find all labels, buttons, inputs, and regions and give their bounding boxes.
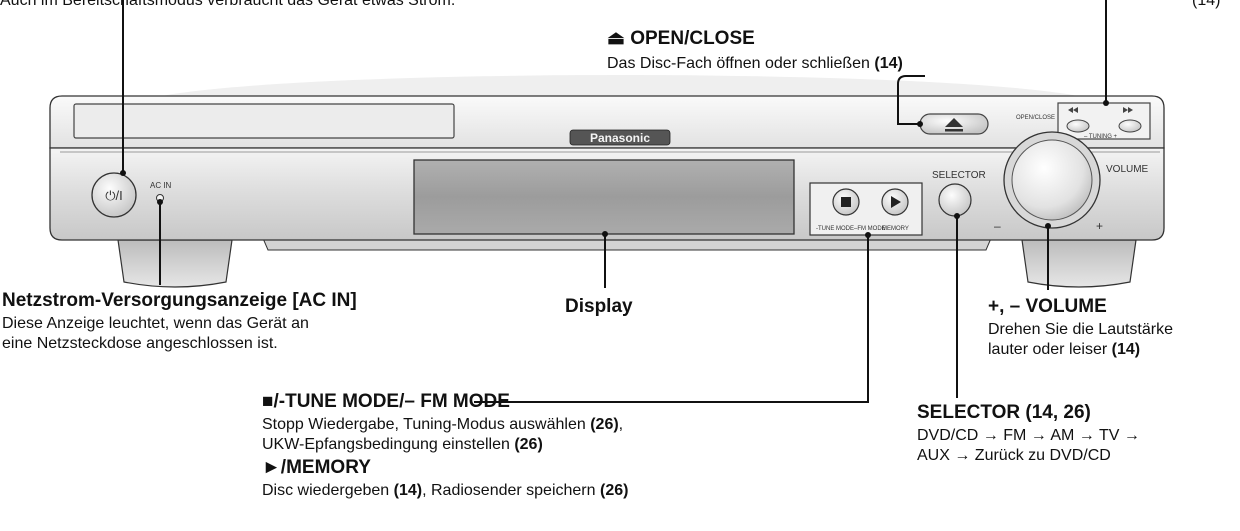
volume-desc-line2: lauter oder leiser (14)	[988, 340, 1140, 360]
open-close-desc-text: Das Disc-Fach öffnen oder schließen	[607, 55, 870, 72]
open-close-small-label: OPEN/CLOSE	[1016, 115, 1055, 121]
memory-desc-a: Disc wiedergeben	[262, 482, 390, 499]
memory-small-label: MEMORY	[882, 226, 909, 232]
brand-logo: Panasonic	[590, 131, 650, 145]
volume-minus: –	[994, 219, 1001, 233]
selector-desc-line2: AUX → Zurück zu DVD/CD	[917, 447, 1111, 464]
left-foot	[117, 239, 233, 288]
ac-in-title: Netzstrom-Versorgungsanzeige [AC IN]	[2, 290, 357, 311]
eject-icon: ⏏	[607, 28, 625, 49]
memory-ref-b: (26)	[599, 482, 629, 499]
ac-in-desc-line2: eine Netzsteckdose angeschlossen ist.	[2, 335, 278, 352]
volume-knob	[1011, 139, 1093, 221]
selector-knob	[938, 183, 972, 217]
disc-tray	[73, 103, 455, 139]
standby-note: Auch im Bereitschaftsmodus verbraucht da…	[0, 0, 456, 9]
open-close-title-text: OPEN/CLOSE	[630, 28, 755, 49]
memory-desc-b: , Radiosender speichern	[422, 482, 596, 499]
open-close-ref: (14)	[874, 55, 903, 72]
tuning-small-label: – TUNING +	[1084, 134, 1118, 140]
power-button	[91, 172, 137, 218]
volume-ref: (14)	[1111, 341, 1141, 358]
selector-desc-line1: DVD/CD → FM → AM → TV →	[917, 427, 1140, 444]
top-right-reference: (14)	[1192, 0, 1221, 9]
stop-desc-line2-text: UKW-Epfangsbedingung einstellen	[262, 436, 510, 453]
selector-title: SELECTOR (14, 26)	[917, 402, 1091, 423]
open-close-desc: Das Disc-Fach öffnen oder schließen (14)	[607, 54, 903, 74]
volume-small-label: VOLUME	[1106, 164, 1149, 175]
open-close-title: ⏏ OPEN/CLOSE	[607, 28, 755, 50]
power-button-label: ⏻/I	[105, 188, 123, 203]
ac-in-small-label: AC IN	[150, 181, 172, 190]
stop-desc-line2: UKW-Epfangsbedingung einstellen (26)	[262, 435, 543, 455]
stop-desc-line1-text: Stopp Wiedergabe, Tuning-Modus auswählen	[262, 416, 586, 433]
volume-desc-line1: Drehen Sie die Lautstärke	[988, 321, 1173, 338]
right-foot	[1021, 239, 1137, 288]
tune-mode-small-label: -TUNE MODE–FM MODE	[816, 226, 886, 232]
volume-title: +, – VOLUME	[988, 296, 1107, 317]
memory-desc: Disc wiedergeben (14), Radiosender speic…	[262, 481, 628, 501]
stop-desc-line1: Stopp Wiedergabe, Tuning-Modus auswählen…	[262, 416, 624, 433]
stop-desc-line2-ref: (26)	[514, 436, 543, 453]
volume-desc-line2-text: lauter oder leiser	[988, 341, 1108, 358]
stop-title: ■/-TUNE MODE/– FM MODE	[262, 391, 510, 412]
stop-desc-line1-ref: (26)	[590, 416, 619, 433]
display-window	[413, 159, 795, 235]
ac-in-desc-line1: Diese Anzeige leuchtet, wenn das Gerät a…	[2, 315, 309, 332]
selector-small-label: SELECTOR	[932, 170, 986, 181]
volume-plus: +	[1096, 219, 1103, 233]
display-title: Display	[565, 296, 633, 317]
memory-title: ►/MEMORY	[262, 457, 371, 478]
memory-ref-a: (14)	[393, 482, 423, 499]
